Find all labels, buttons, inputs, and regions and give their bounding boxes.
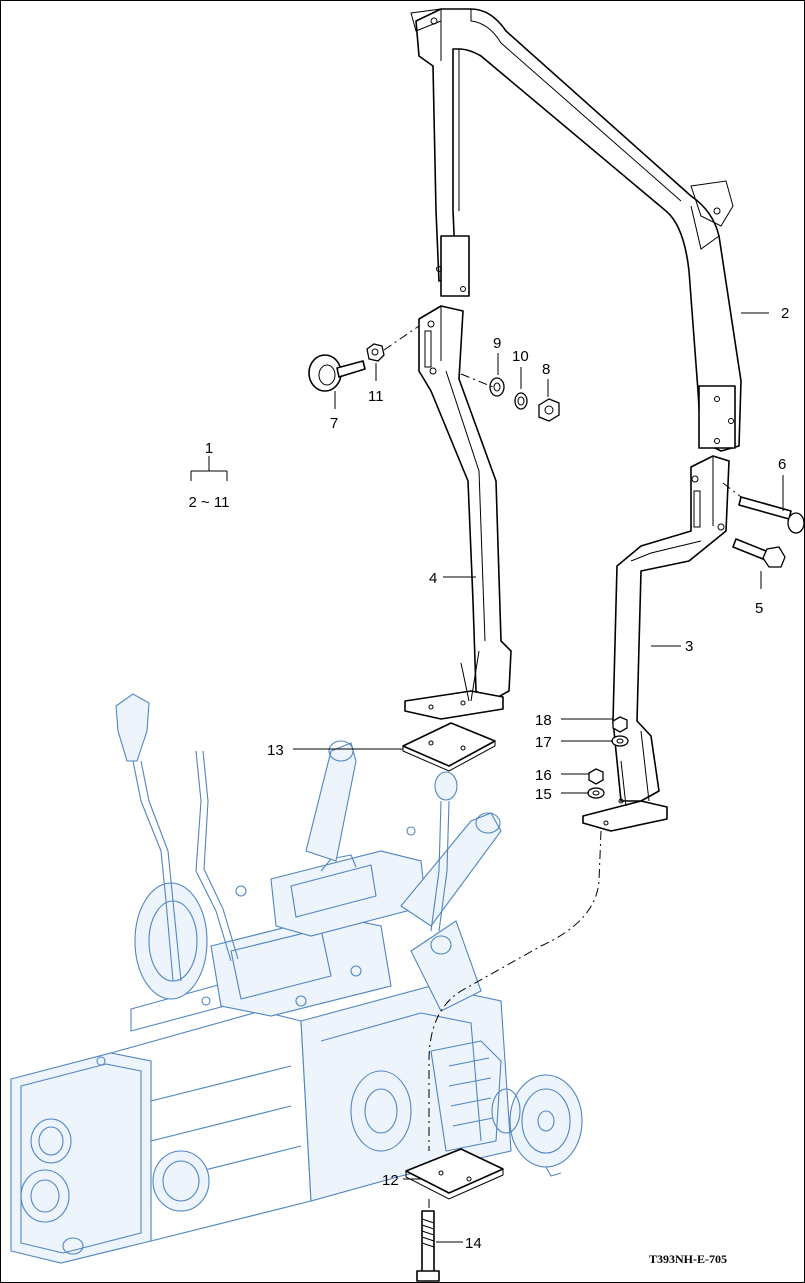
drawing-code: T393NH-E-705 — [649, 1252, 727, 1266]
callout-18: 18 — [535, 712, 552, 729]
washer-15 — [587, 787, 605, 799]
callout-7: 7 — [330, 415, 338, 432]
nut-16 — [588, 768, 604, 785]
washer-9 — [489, 377, 505, 397]
callout-8: 8 — [542, 361, 550, 378]
callout-16: 16 — [535, 767, 552, 784]
lock-washer-10 — [514, 392, 528, 410]
transmission-assembly — [10, 693, 583, 1264]
nut-18 — [612, 716, 628, 733]
assembly-range: 2 ~ 11 — [188, 494, 229, 511]
callout-9: 9 — [493, 335, 501, 352]
callout-11: 11 — [368, 388, 384, 405]
assembly-number: 1 — [205, 440, 213, 457]
callout-3: 3 — [685, 638, 693, 655]
callout-10: 10 — [512, 348, 529, 365]
callout-2: 2 — [781, 305, 789, 322]
pin-6 — [738, 496, 804, 534]
bolt-14 — [416, 1210, 440, 1282]
callout-14: 14 — [465, 1235, 482, 1252]
leader-lines — [190, 312, 784, 1243]
callout-6: 6 — [778, 456, 786, 473]
nut-11 — [366, 343, 385, 362]
transmission-front-case — [10, 1052, 152, 1264]
nut-8 — [538, 398, 560, 422]
callout-17: 17 — [535, 734, 552, 751]
rops-lower-left-post — [404, 305, 512, 720]
rops-lower-right-post — [582, 455, 730, 832]
callout-5: 5 — [755, 600, 763, 617]
callout-labels: 1 2 ~ 11 2 3 4 5 6 7 8 9 10 11 12 13 14 … — [188, 305, 789, 1266]
callout-4: 4 — [429, 570, 437, 587]
bolt-5 — [732, 538, 786, 568]
washer-17 — [611, 735, 629, 747]
rubber-pad-13 — [402, 722, 496, 767]
knob-bolt-7 — [308, 354, 366, 392]
callout-13: 13 — [267, 742, 284, 759]
callout-12: 12 — [382, 1172, 399, 1189]
rops-upper-frame — [410, 8, 742, 452]
callout-15: 15 — [535, 786, 552, 803]
